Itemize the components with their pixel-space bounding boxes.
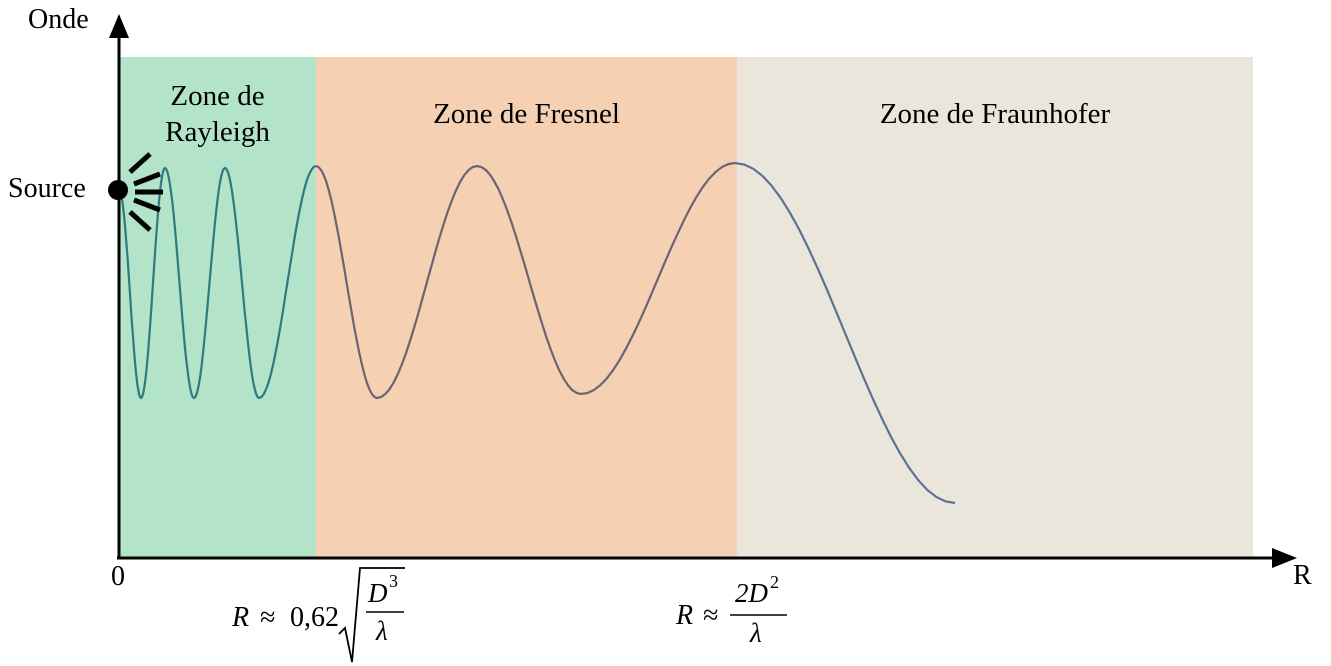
x-axis-label: R	[1293, 560, 1312, 591]
y-axis-arrowhead	[109, 14, 129, 38]
zone-fresnel-label: Zone de Fresnel	[433, 98, 620, 130]
origin-label: 0	[111, 561, 125, 592]
formula1-approx: ≈	[260, 602, 276, 633]
formula1-lhs: R	[232, 602, 250, 633]
source-label: Source	[8, 173, 86, 204]
wave-curve-rayleigh	[118, 164, 317, 400]
zone-fraunhofer-label: Zone de Fraunhofer	[879, 98, 1111, 130]
formula2-num-exp: 2	[770, 572, 779, 592]
formula1-num: D	[368, 578, 388, 608]
zone-rayleigh-label-line1: Zone de	[170, 80, 265, 112]
zone-rayleigh-label: Zone de Rayleigh	[119, 78, 316, 150]
zone-fresnel-region	[316, 57, 737, 557]
source-emitter-icon	[108, 152, 163, 232]
formula2-den: λ	[750, 618, 762, 648]
formula2-lhs: R	[676, 600, 694, 631]
formula1-num-exp: 3	[389, 571, 398, 591]
formula1-coef: 0,62	[290, 602, 339, 633]
zone-rayleigh-label-line2: Rayleigh	[165, 116, 270, 148]
formula1-den: λ	[376, 616, 388, 646]
y-axis-label: Onde	[28, 4, 89, 35]
formula2-approx: ≈	[703, 600, 719, 631]
wave-curve-fraunhofer	[734, 161, 956, 505]
x-axis-arrowhead	[1272, 548, 1297, 568]
formula2-num: 2D	[735, 578, 768, 608]
zone-fraunhofer-region	[737, 57, 1253, 557]
wave-curve-fresnel	[315, 161, 736, 400]
sqrt-radical-sign	[338, 567, 405, 663]
